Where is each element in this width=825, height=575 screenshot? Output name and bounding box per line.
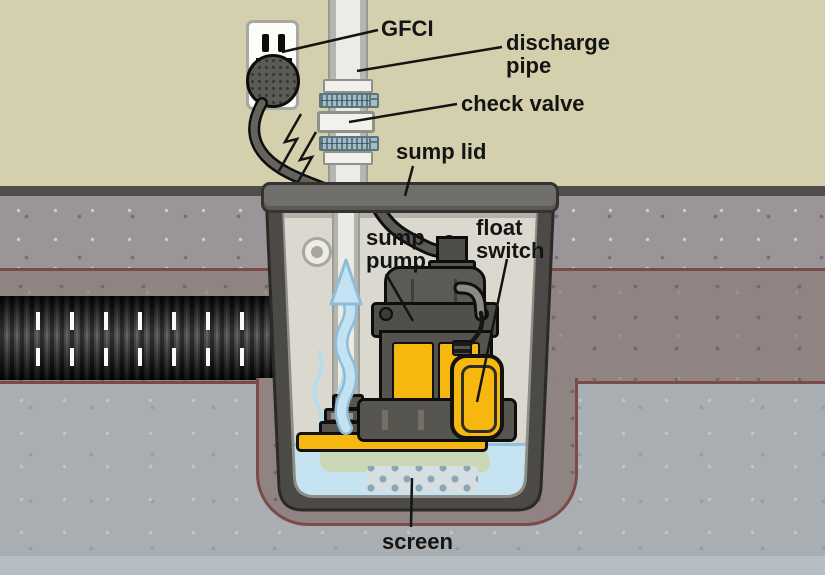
base-slit: [382, 410, 388, 430]
block-slot: [331, 413, 340, 419]
block-slot: [344, 413, 353, 419]
leader-discharge-pipe: [356, 45, 503, 73]
label-sump-pump: sump pump: [366, 225, 426, 273]
clamp-screw: [369, 141, 379, 151]
clamp-screw: [369, 98, 379, 108]
pump-panel: [392, 342, 434, 406]
check-valve-icon: [317, 111, 375, 133]
base-slit: [418, 410, 424, 430]
subsoil-bottom-band: [0, 556, 825, 575]
label-float-switch: float switch: [476, 215, 545, 263]
float-switch-icon: [450, 354, 504, 440]
sump-lid: [261, 182, 559, 213]
check-valve-collar: [323, 151, 373, 165]
flange-bolt: [475, 307, 489, 321]
power-plug-icon: [246, 54, 300, 108]
label-gfci: GFCI: [381, 16, 434, 41]
drain-tile-perforations-row: [6, 348, 284, 366]
check-valve-collar: [323, 79, 373, 93]
outlet-slot: [278, 34, 285, 52]
label-discharge-pipe: discharge pipe: [506, 30, 610, 78]
drain-tile-perforations-row: [6, 312, 284, 330]
outlet-slot: [262, 34, 269, 52]
label-sump-lid: sump lid: [396, 139, 487, 164]
drain-tile-icon: [0, 296, 288, 380]
label-screen: screen: [382, 529, 453, 554]
label-check-valve: check valve: [461, 91, 585, 116]
float-facet: [461, 365, 497, 433]
weep-hole-center: [311, 246, 323, 258]
hose-clamp-icon: [319, 136, 379, 151]
screen-perforations-icon: [366, 466, 478, 492]
flange-bolt: [379, 307, 393, 321]
cord-break-icon: [277, 113, 318, 190]
hose-clamp-icon: [319, 93, 379, 108]
